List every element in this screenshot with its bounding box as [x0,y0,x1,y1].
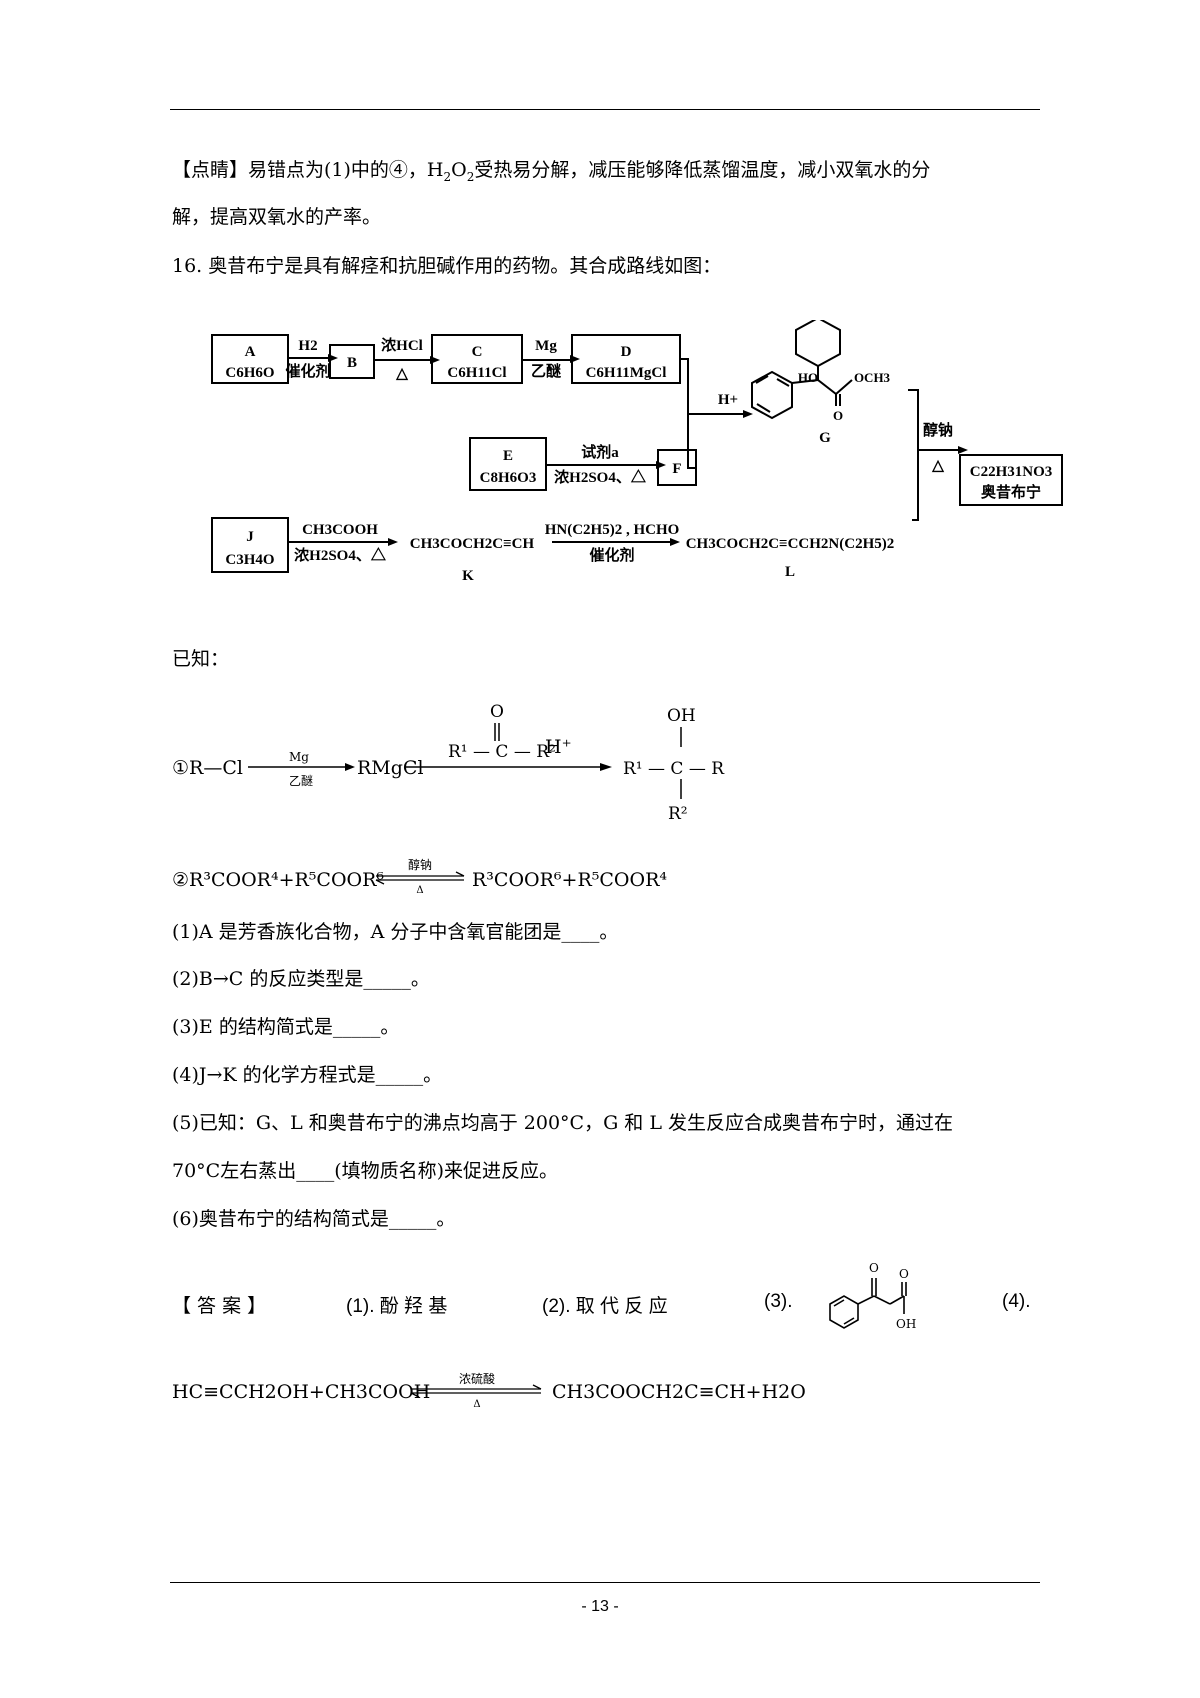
page-number: - 13 - [581,1598,619,1615]
svg-text:醇钠: 醇钠 [408,857,432,872]
known1-ketone: R¹ — C — R² [448,742,556,762]
struct-K: CH3COCH2C≡CH [410,536,535,552]
cond-product-bottom: △ [931,458,944,474]
formula-E: C8H6O3 [480,470,537,486]
label-E: E [503,448,513,464]
known1-mg: Mg [289,750,309,764]
cond-JK-top: CH3COOH [302,522,378,538]
question-part-5-cont: 70°C左右蒸出____(填物质名称)来促进反应。 [172,1160,559,1182]
known-reaction-1: ①R—Cl Mg 乙醚 RMgCl R¹ — C — R² O H⁺ R¹ — … [172,702,725,824]
answer-3-structure: O O OH [829,1261,916,1331]
answer-4: (4). [1002,1291,1031,1312]
formula-A: C6H6O [225,365,274,381]
cond-CD-bottom: 乙醚 [531,362,561,380]
question-part-6: (6)奥昔布宁的结构简式是_____。 [172,1208,456,1230]
svg-text:Δ: Δ [416,885,423,896]
label-F: F [672,461,681,477]
label-B: B [347,355,357,371]
svg-text:O: O [869,1261,879,1275]
known1-ether: 乙醚 [289,774,313,788]
known-reaction-2-arrow: 醇钠 Δ [375,857,465,896]
known1-oh: OH [667,706,696,726]
label-K: K [462,568,474,584]
label-J: J [246,529,254,545]
answer-1: (1). 酚 羟 基 [346,1296,448,1317]
note-line-1: 【点睛】易错点为(1)中的④，H2O2受热易分解，减压能够降低蒸馏温度，减小双氧… [172,159,931,184]
known1-product: R¹ — C — R [623,759,725,779]
synthesis-scheme: A C6H6O B C C6H11Cl D C6H11MgCl E C8H6O3… [211,320,1063,584]
G-methoxy: OCH3 [854,370,891,385]
question-part-1: (1)A 是芳香族化合物，A 分子中含氧官能团是____。 [172,921,619,943]
question-part-2: (2)B→C 的反应类型是_____。 [172,968,430,990]
struct-L: CH3COCH2C≡CCH2N(C2H5)2 [686,536,895,552]
question-title: 16. 奥昔布宁是具有解痉和抗胆碱作用的药物。其合成路线如图： [172,255,722,277]
G-carbonyl-o: O [833,408,843,423]
note-line-2: 解，提高双氧水的产率。 [172,206,382,228]
label-A: A [245,344,256,360]
svg-text:OH: OH [896,1317,916,1331]
answer-equation-right: CH3COOCH2C≡CH+H2O [552,1381,806,1403]
question-part-5: (5)已知：G、L 和奥昔布宁的沸点均高于 200°C，G 和 L 发生反应合成… [172,1112,954,1134]
label-D: D [621,344,632,360]
known1-reactant: ①R—Cl [172,757,243,779]
known1-hplus: H⁺ [545,736,572,758]
answer-equation-left: HC≡CCH2OH+CH3COOH [172,1381,431,1403]
answer-3: (3). [764,1291,793,1312]
known-label: 已知： [172,648,230,670]
answer-tag: 【 答 案 】 [172,1295,267,1317]
cond-BC-top: 浓HCl [381,337,423,354]
known-reaction-2-left: ②R³COOR⁴+R⁵COOR⁶ [172,869,385,891]
label-L: L [785,564,795,580]
svg-text:Δ: Δ [473,1399,480,1410]
question-part-3: (3)E 的结构简式是_____。 [172,1016,400,1038]
question-part-4: (4)J→K 的化学方程式是_____。 [172,1064,443,1086]
label-G: G [819,430,831,446]
G-hydroxyl: HO [798,370,818,385]
cond-CD-top: Mg [535,338,557,354]
cond-KL-top: HN(C2H5)2 , HCHO [545,522,680,538]
header-rule [170,109,1040,110]
answer-equation-arrow: 浓硫酸 Δ [410,1371,542,1410]
svg-text:O: O [899,1267,909,1281]
formula-product: C22H31NO3 [970,464,1053,480]
cond-DG-top: H+ [718,392,738,408]
cond-AB-top: H2 [298,338,317,354]
formula-D: C6H11MgCl [586,365,667,381]
cond-EF-top: 试剂a [581,443,619,461]
answer-2: (2). 取 代 反 应 [542,1296,668,1317]
cond-JK-bottom: 浓H2SO4、△ [294,546,387,564]
known-reaction-2-right: R³COOR⁶+R⁵COOR⁴ [472,869,667,891]
cond-EF-bottom: 浓H2SO4、△ [554,468,647,486]
footer-rule [170,1582,1040,1583]
cond-KL-bottom: 催化剂 [589,546,634,564]
svg-text:浓硫酸: 浓硫酸 [459,1371,495,1386]
label-C: C [472,344,483,360]
known1-r2: R² [668,804,688,824]
known1-o: O [490,702,504,722]
formula-C: C6H11Cl [447,365,506,381]
cond-BC-bottom: △ [395,366,408,382]
known1-rmgcl: RMgCl [357,757,424,779]
cond-product-top: 醇钠 [923,421,953,439]
cond-AB-bottom: 催化剂 [285,362,330,380]
name-product: 奥昔布宁 [981,483,1041,501]
formula-J: C3H4O [225,552,274,568]
